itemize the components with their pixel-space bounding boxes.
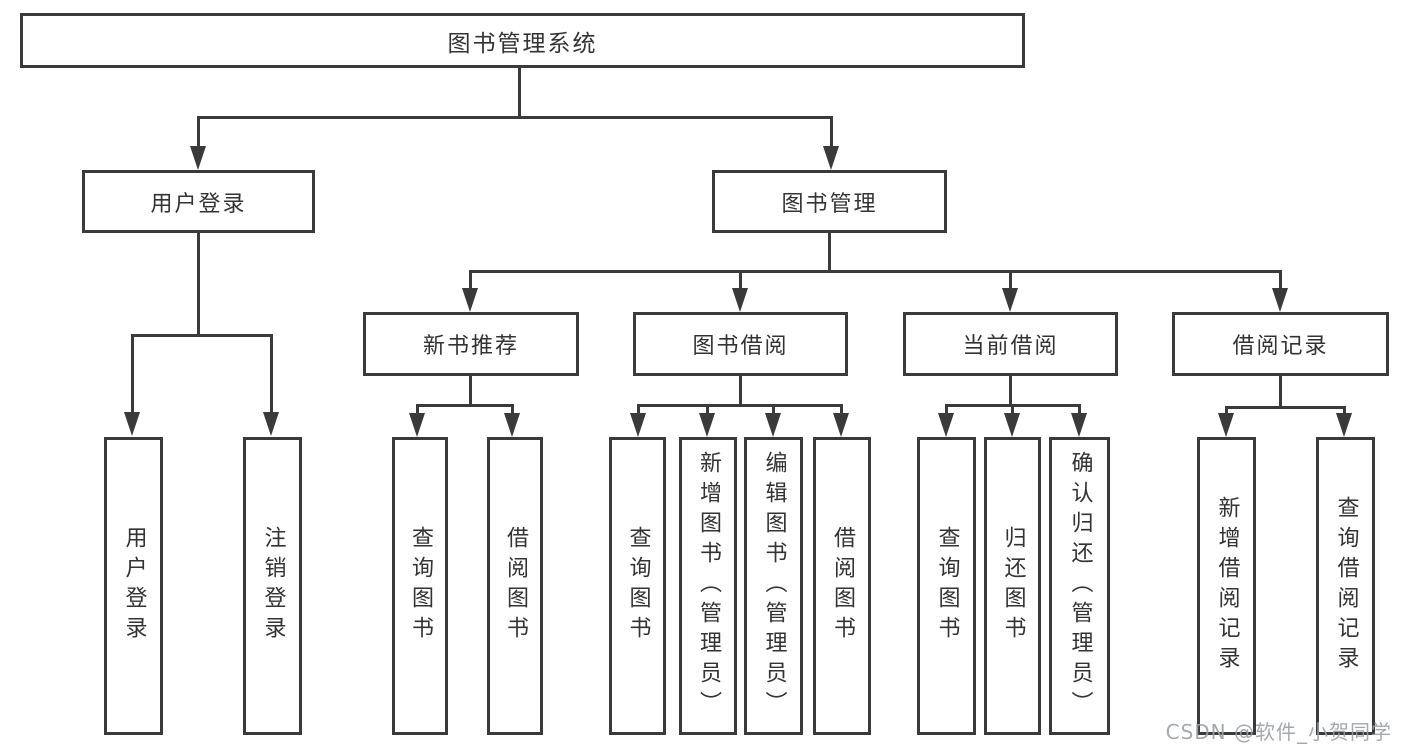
connector-line (828, 233, 831, 272)
connector-line (1078, 404, 1081, 416)
connector-line (1343, 406, 1346, 416)
leaf-label: 查询图书 (625, 526, 651, 646)
connector-line (1225, 406, 1228, 416)
connector-line (637, 404, 843, 407)
arrow-down-icon (833, 413, 849, 437)
leaf-label: 新增借阅记录 (1214, 496, 1240, 676)
leaf-label: 新增图书（管理员） (696, 451, 721, 721)
leaf-return-book: 归还图书 (984, 437, 1041, 735)
node-label: 图书借阅 (692, 334, 789, 359)
node-label: 新书推荐 (422, 334, 519, 359)
connector-line (270, 334, 273, 414)
leaf-label: 查询图书 (934, 526, 960, 646)
arrow-down-icon (263, 412, 279, 436)
leaf-label: 借阅图书 (503, 526, 528, 646)
leaf-logout: 注销登录 (243, 437, 302, 735)
connector-line (1011, 404, 1014, 416)
connector-line (511, 404, 514, 416)
arrow-down-icon (1004, 413, 1020, 437)
node-current-borrow: 当前借阅 (903, 312, 1118, 376)
connector-line (131, 334, 134, 414)
leaf-label: 用户登录 (121, 526, 147, 646)
connector-line (1225, 406, 1346, 409)
arrow-down-icon (504, 413, 520, 437)
node-label: 借阅记录 (1232, 334, 1329, 359)
leaf-label: 查询图书 (408, 526, 433, 646)
arrow-down-icon (823, 146, 839, 170)
arrow-down-icon (1002, 288, 1018, 312)
connector-line (416, 404, 419, 416)
arrow-down-icon (1218, 413, 1234, 437)
node-label: 图书管理系统 (447, 30, 598, 57)
leaf-query-borrow-record: 查询借阅记录 (1316, 437, 1375, 735)
connector-line (197, 116, 833, 119)
leaf-confirm-return-admin: 确认归还（管理员） (1049, 437, 1110, 735)
arrow-down-icon (1336, 413, 1352, 437)
leaf-add-borrow-record: 新增借阅记录 (1197, 437, 1256, 735)
connector-line (197, 116, 200, 150)
arrow-down-icon (462, 288, 478, 312)
connector-line (739, 376, 742, 406)
leaf-label: 编辑图书（管理员） (761, 451, 787, 721)
leaf-query-books-recommend: 查询图书 (392, 437, 448, 735)
connector-line (706, 404, 709, 416)
connector-line (416, 404, 514, 407)
connector-line (637, 404, 640, 416)
leaf-add-book-admin: 新增图书（管理员） (679, 437, 737, 735)
arrow-down-icon (765, 413, 781, 437)
arrow-down-icon (938, 413, 954, 437)
connector-line (840, 404, 843, 416)
connector-line (830, 116, 833, 150)
leaf-query-books-current: 查询图书 (917, 437, 976, 735)
leaf-label: 确认归还（管理员） (1067, 451, 1093, 721)
connector-line (945, 404, 948, 416)
node-label: 用户登录 (150, 191, 247, 217)
arrow-down-icon (1272, 288, 1288, 312)
node-label: 当前借阅 (962, 334, 1059, 359)
node-user-login: 用户登录 (82, 170, 315, 233)
connector-line (1279, 270, 1282, 288)
node-borrow-records: 借阅记录 (1172, 312, 1389, 376)
leaf-label: 借阅图书 (830, 526, 855, 646)
leaf-borrow-books: 借阅图书 (813, 437, 871, 735)
leaf-borrow-books-recommend: 借阅图书 (487, 437, 543, 735)
leaf-label: 归还图书 (1000, 526, 1026, 646)
leaf-query-books-borrow: 查询图书 (609, 437, 666, 735)
connector-line (469, 376, 472, 406)
arrow-down-icon (630, 413, 646, 437)
node-label: 图书管理 (781, 191, 878, 217)
node-library-management-system: 图书管理系统 (20, 13, 1025, 68)
connector-line (1009, 376, 1012, 406)
node-new-book-recommend: 新书推荐 (363, 312, 579, 376)
leaf-user-login: 用户登录 (104, 437, 163, 735)
connector-line (739, 270, 742, 288)
arrow-down-icon (190, 146, 206, 170)
arrow-down-icon (409, 413, 425, 437)
connector-line (772, 404, 775, 416)
connector-line (131, 334, 273, 337)
connector-line (1279, 376, 1282, 408)
csdn-watermark: CSDN @软件_小贺同学 (1165, 720, 1392, 744)
connector-line (1009, 270, 1012, 288)
leaf-label: 查询借阅记录 (1333, 496, 1359, 676)
connector-line (197, 233, 200, 335)
node-book-borrow: 图书借阅 (633, 312, 848, 376)
node-book-management: 图书管理 (712, 170, 947, 233)
leaf-label: 注销登录 (260, 526, 286, 646)
connector-line (469, 270, 1282, 273)
arrow-down-icon (1071, 413, 1087, 437)
leaf-edit-book-admin: 编辑图书（管理员） (744, 437, 803, 735)
arrow-down-icon (732, 288, 748, 312)
arrow-down-icon (124, 412, 140, 436)
arrow-down-icon (699, 413, 715, 437)
connector-line (469, 270, 472, 288)
connector-line (518, 68, 521, 117)
